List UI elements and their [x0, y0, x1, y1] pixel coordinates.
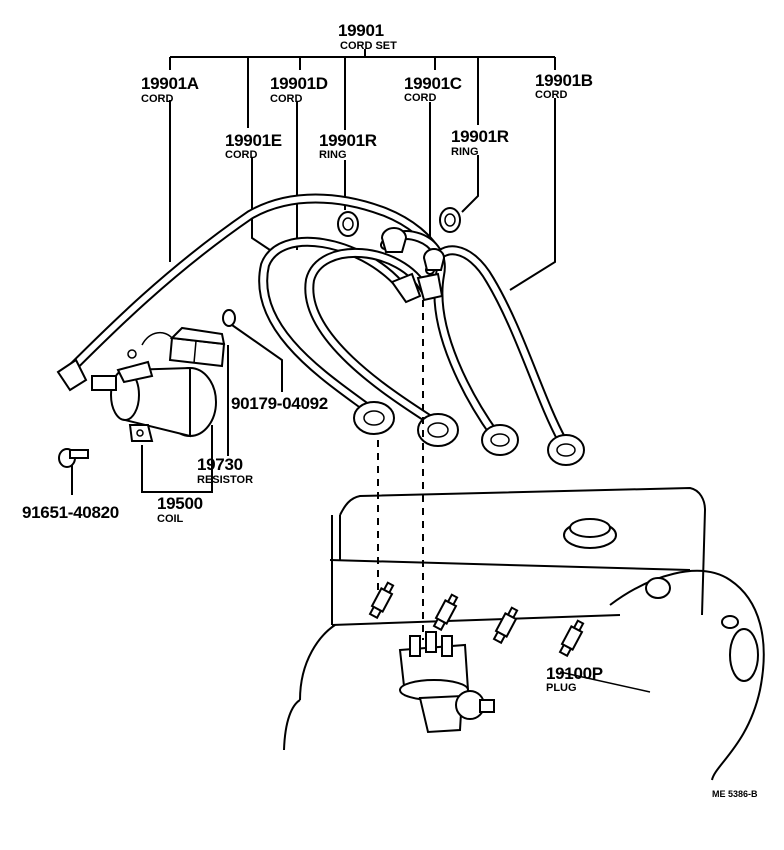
resistor-body: [141, 326, 226, 368]
coil-boot: [56, 358, 88, 392]
label-ring-left: 19901R RING: [319, 131, 377, 161]
plug-boots: [353, 401, 585, 466]
cord-b: [425, 245, 567, 445]
label-plug: 19100P PLUG: [546, 664, 603, 694]
coil-name: COIL: [157, 513, 184, 525]
plug-name: PLUG: [546, 682, 577, 694]
ring-left-name: RING: [319, 149, 347, 161]
nut-part: [222, 309, 236, 327]
label-bolt: 91651-40820: [22, 503, 119, 522]
cord-d: [304, 247, 443, 430]
label-cord-b: 19901B CORD: [535, 71, 593, 101]
cord-a: [65, 193, 445, 375]
label-nut: 90179-04092: [231, 394, 328, 413]
cord-d-number: 19901D: [270, 74, 328, 93]
label-cord-d: 19901D CORD: [270, 74, 328, 105]
cord-a-number: 19901A: [141, 74, 199, 93]
resistor-name: RESISTOR: [197, 474, 253, 486]
coil-number: 19500: [157, 494, 203, 513]
bolt-part: [58, 448, 89, 468]
oil-cap: [563, 518, 617, 549]
label-cord-e: 19901E CORD: [225, 131, 282, 161]
cord-set-number: 19901: [338, 21, 384, 40]
label-coil: 19500 COIL: [157, 494, 203, 525]
nut-number: 90179-04092: [231, 394, 328, 413]
ring-right-number: 19901R: [451, 127, 509, 146]
resistor-number: 19730: [197, 455, 243, 474]
cord-b-number: 19901B: [535, 71, 593, 90]
cord-d-name: CORD: [270, 93, 302, 105]
cord-e-number: 19901E: [225, 131, 282, 150]
leader-lines: [71, 98, 651, 693]
cord-b-name: CORD: [535, 89, 567, 101]
spark-plugs: [368, 581, 585, 658]
label-ring-right: 19901R RING: [451, 127, 509, 158]
ring-left-number: 19901R: [319, 131, 377, 150]
label-cord-c: 19901C CORD: [404, 74, 462, 104]
cord-set-bracket: [169, 49, 556, 130]
label-resistor: 19730 RESISTOR: [197, 455, 253, 486]
distributor: [398, 631, 495, 734]
cord-c-name: CORD: [404, 92, 436, 104]
label-cord-a: 19901A CORD: [141, 74, 199, 105]
ring-right-name: RING: [451, 146, 479, 158]
cord-e-name: CORD: [225, 149, 257, 161]
bolt-number: 91651-40820: [22, 503, 119, 522]
label-cord-set: 19901 CORD SET: [338, 21, 397, 52]
distributor-boots: [380, 227, 446, 304]
figure-code: ME 5386-B: [712, 789, 758, 799]
cord-c-number: 19901C: [404, 74, 462, 93]
coil-body: [91, 349, 217, 442]
dashed-guides: [377, 300, 424, 640]
engine-block: [283, 486, 765, 781]
cord-a-name: CORD: [141, 93, 173, 105]
plug-number: 19100P: [546, 664, 603, 683]
cord-set-name: CORD SET: [340, 40, 397, 52]
rings: [337, 207, 461, 237]
